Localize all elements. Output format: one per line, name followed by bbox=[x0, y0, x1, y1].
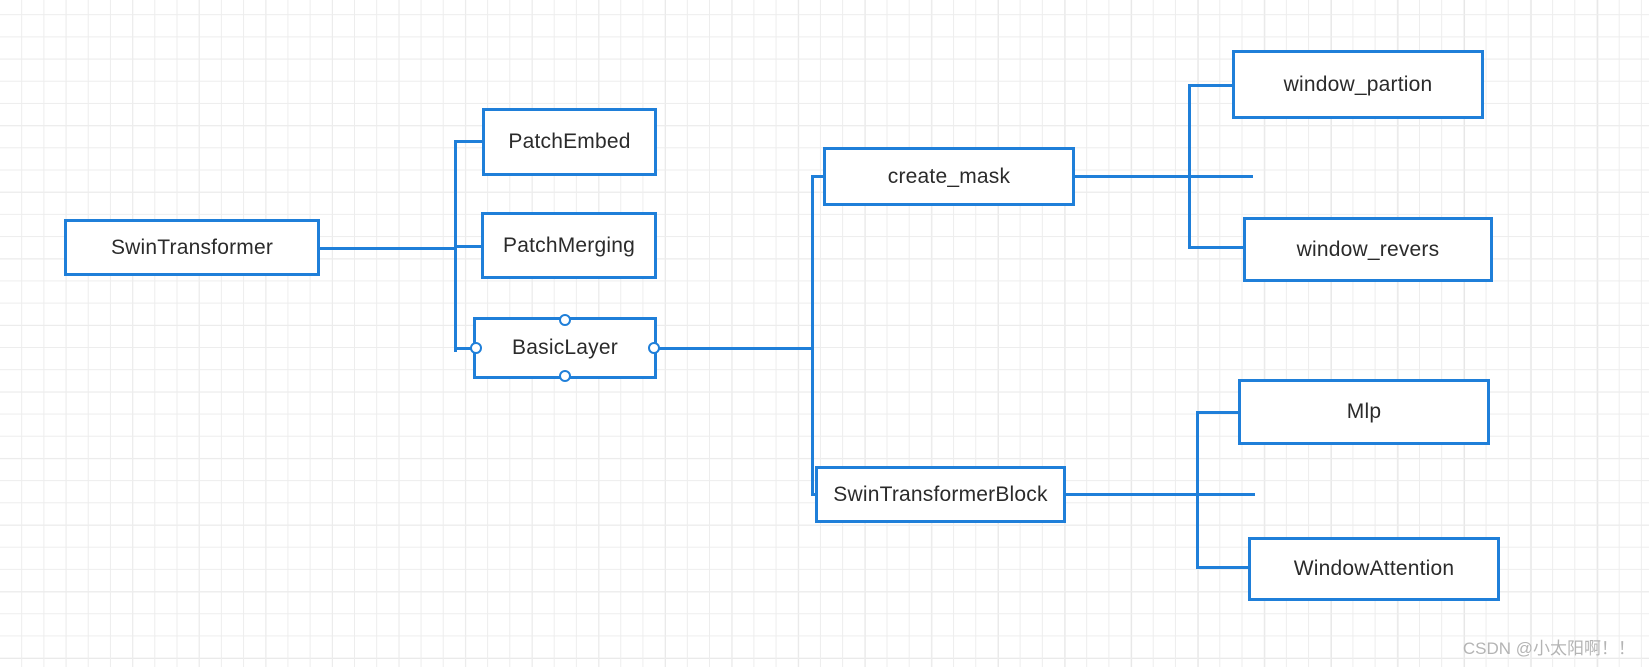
edge-right-upper-trunk-vertical[interactable] bbox=[1188, 84, 1191, 248]
edge-trunk-to-windowattention[interactable] bbox=[1196, 566, 1250, 569]
node-label: BasicLayer bbox=[512, 336, 618, 359]
resize-handle-bottom[interactable] bbox=[559, 370, 571, 382]
node-patchmerging[interactable]: PatchMerging bbox=[481, 212, 657, 279]
edge-right-lower-trunk-vertical[interactable] bbox=[1196, 411, 1199, 569]
node-windowpartion[interactable]: window_partion bbox=[1232, 50, 1484, 119]
edge-createmask-to-trunk[interactable] bbox=[1075, 175, 1253, 178]
csdn-watermark: CSDN @小太阳啊！！ bbox=[1462, 639, 1635, 658]
node-label: PatchEmbed bbox=[508, 130, 631, 153]
resize-handle-left[interactable] bbox=[470, 342, 482, 354]
edge-swintransformerblock-to-trunk[interactable] bbox=[1065, 493, 1255, 496]
edge-trunk-to-createmask[interactable] bbox=[811, 175, 827, 178]
node-label: create_mask bbox=[887, 164, 1011, 188]
edge-trunk-to-patchmerging[interactable] bbox=[454, 245, 482, 248]
node-label: window_revers bbox=[1296, 237, 1440, 261]
edge-basiclayer-to-trunk[interactable] bbox=[656, 347, 813, 350]
node-windowattention[interactable]: WindowAttention bbox=[1248, 537, 1500, 601]
node-label: SwinTransformer bbox=[110, 235, 274, 259]
node-label: Mlp bbox=[1346, 400, 1382, 423]
edge-trunk-to-mlp[interactable] bbox=[1196, 411, 1240, 414]
node-label: PatchMerging bbox=[503, 233, 635, 257]
node-swintransformerblock[interactable]: SwinTransformerBlock bbox=[815, 466, 1066, 523]
resize-handle-right[interactable] bbox=[648, 342, 660, 354]
node-mlp[interactable]: Mlp bbox=[1238, 379, 1490, 445]
edge-middle-trunk-vertical[interactable] bbox=[811, 175, 814, 495]
edge-trunk-to-basiclayer[interactable] bbox=[454, 347, 478, 350]
node-patchembed[interactable]: PatchEmbed bbox=[482, 108, 657, 176]
node-label: window_partion bbox=[1283, 72, 1433, 96]
node-windowrevers[interactable]: window_revers bbox=[1243, 217, 1493, 282]
node-label: SwinTransformerBlock bbox=[833, 482, 1048, 506]
edge-swintransformer-to-trunk[interactable] bbox=[320, 247, 457, 250]
edge-trunk-to-patchembed[interactable] bbox=[454, 140, 509, 143]
node-label: WindowAttention bbox=[1293, 557, 1455, 580]
resize-handle-top[interactable] bbox=[559, 314, 571, 326]
node-createmask[interactable]: create_mask bbox=[823, 147, 1075, 206]
edge-trunk-to-windowrevers[interactable] bbox=[1188, 246, 1245, 249]
node-swintransformer[interactable]: SwinTransformer bbox=[64, 219, 320, 276]
edge-trunk-to-windowpartion[interactable] bbox=[1188, 84, 1235, 87]
node-basiclayer[interactable]: BasicLayer bbox=[470, 314, 660, 382]
